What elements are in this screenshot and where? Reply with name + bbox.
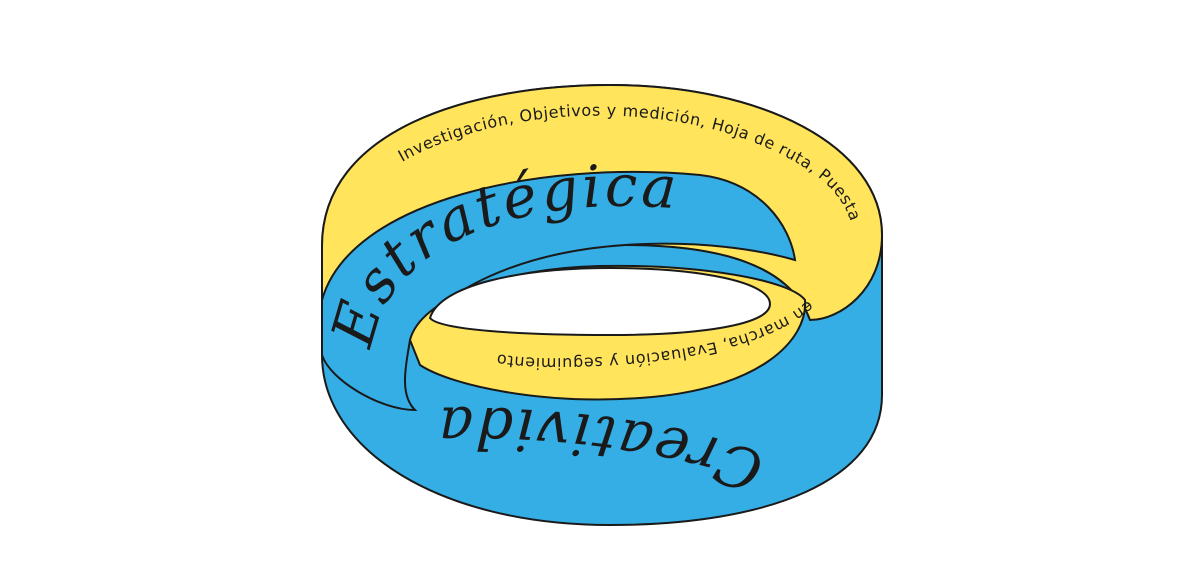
ring-hole (428, 266, 772, 337)
blue-band-twist (321, 170, 797, 412)
